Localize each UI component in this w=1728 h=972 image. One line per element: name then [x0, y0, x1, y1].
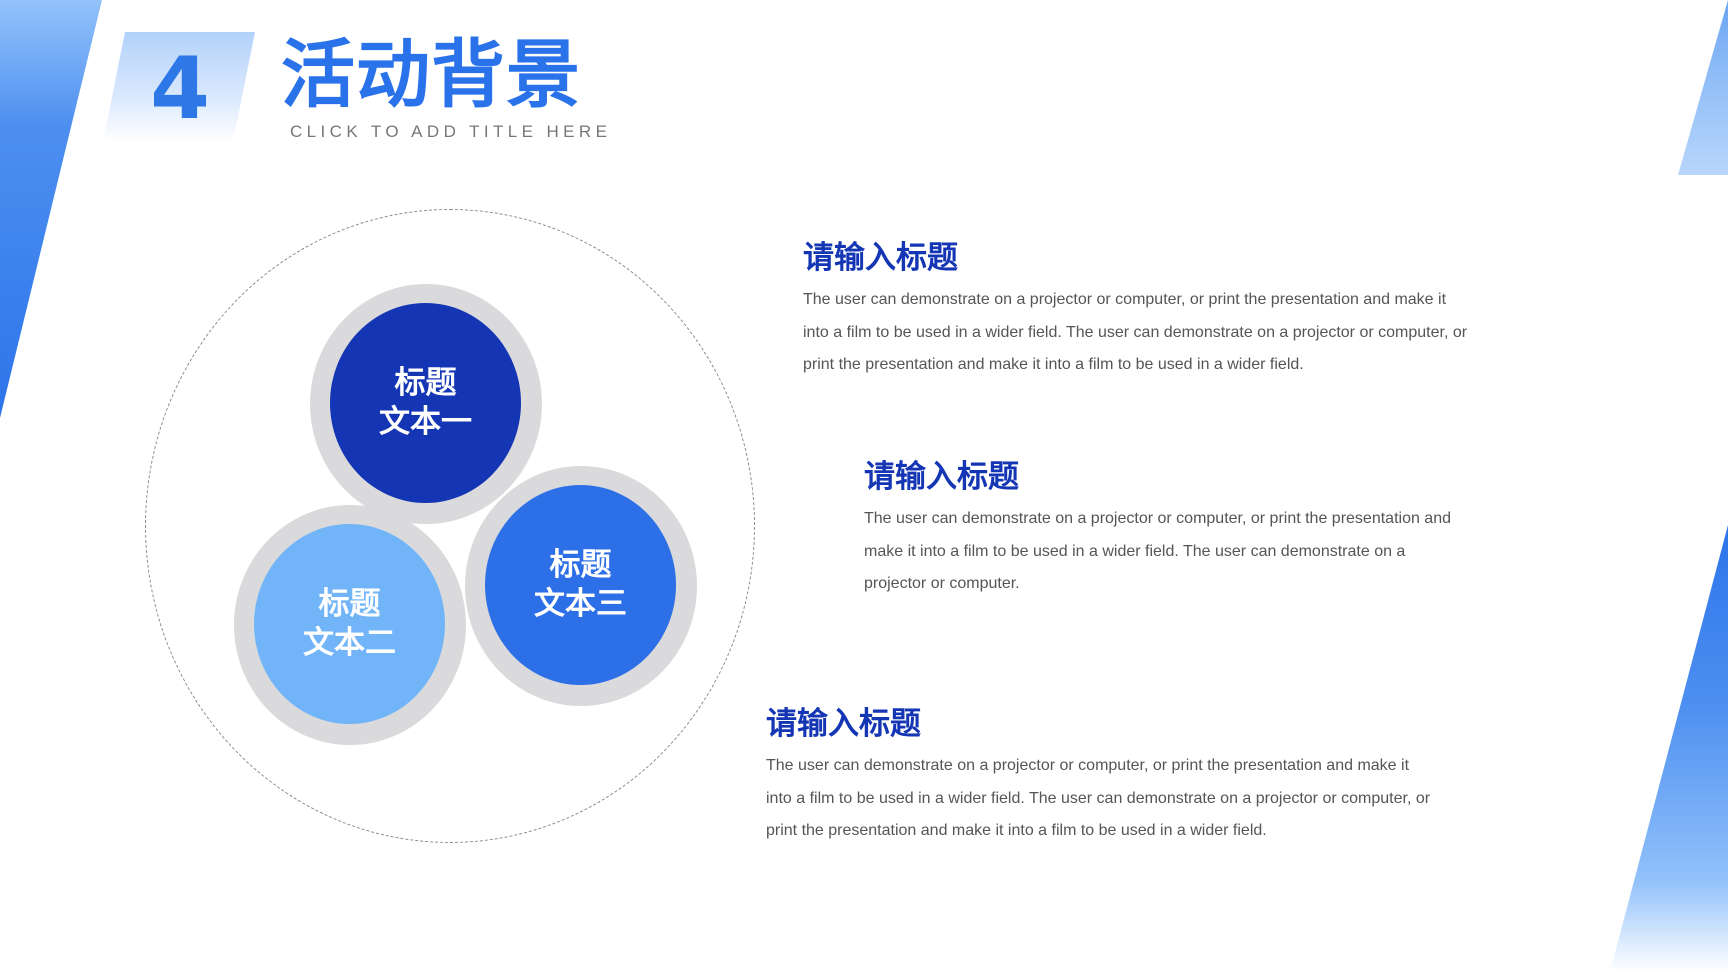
text-block-two-line1: The user can demonstrate on a projector … — [864, 510, 1451, 527]
circle-one-line1: 标题 — [394, 365, 457, 401]
circle-one-line2: 文本一 — [379, 404, 472, 440]
text-block-three-line1: The user can demonstrate on a projector … — [766, 757, 1410, 774]
text-block-one-line3: print the presentation and make it into … — [803, 356, 1304, 373]
text-block-one-title: 请输入标题 — [803, 240, 958, 276]
text-block-two-title: 请输入标题 — [864, 459, 1019, 495]
circle-three-line2: 文本三 — [534, 586, 627, 622]
circle-one: 标题 文本一 — [330, 303, 521, 503]
circle-two-line2: 文本二 — [303, 625, 396, 661]
top-right-decorative-stripe — [1678, 0, 1728, 175]
section-number: 4 — [150, 39, 210, 139]
text-block-one-line1: The user can demonstrate on a projector … — [803, 291, 1447, 308]
section-number-box — [103, 32, 255, 142]
page-title: 活动背景 — [281, 32, 581, 118]
left-decorative-stripe — [0, 0, 102, 418]
page-subtitle: CLICK TO ADD TITLE HERE — [290, 122, 612, 141]
circle-three: 标题 文本三 — [485, 485, 676, 685]
text-block-three-body: The user can demonstrate on a projector … — [766, 750, 1466, 848]
text-block-two-body: The user can demonstrate on a projector … — [864, 503, 1514, 601]
text-block-one-line2: into a film to be used in a wider field.… — [803, 323, 1468, 341]
circle-two-line1: 标题 — [318, 586, 381, 622]
circle-two: 标题 文本二 — [254, 524, 445, 724]
text-block-two-line3: projector or computer. — [864, 575, 1020, 592]
text-block-two: 请输入标题 The user can demonstrate on a proj… — [864, 457, 1514, 601]
text-block-two-line2: make it into a film to be used in a wide… — [864, 542, 1406, 560]
text-block-three-line3: print the presentation and make it into … — [766, 822, 1267, 839]
dashed-outer-ring — [145, 209, 755, 843]
text-block-three-title: 请输入标题 — [766, 706, 921, 742]
text-block-three-line2: into a film to be used in a wider field.… — [766, 789, 1431, 807]
text-block-one: 请输入标题 The user can demonstrate on a proj… — [803, 238, 1503, 382]
circle-three-line1: 标题 — [549, 547, 612, 583]
text-block-three: 请输入标题 The user can demonstrate on a proj… — [766, 704, 1466, 848]
bottom-right-decorative-stripe — [1610, 525, 1728, 972]
text-block-one-body: The user can demonstrate on a projector … — [803, 284, 1503, 382]
